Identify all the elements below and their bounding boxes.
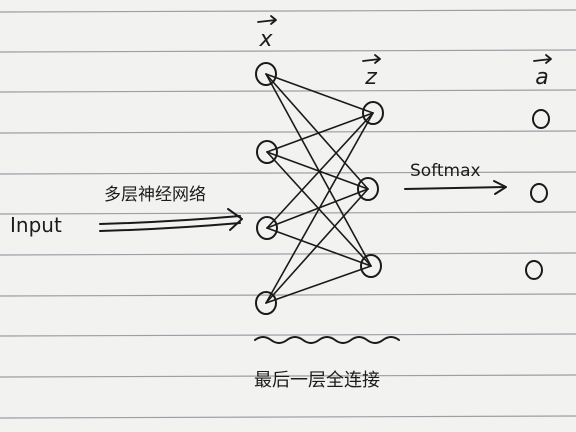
wavy-underline: [254, 336, 400, 344]
rule-line: [0, 89, 576, 93]
z-vector-letter: z: [364, 65, 377, 90]
connection-line: [266, 151, 369, 190]
a-layer: [525, 109, 550, 280]
connection-line: [266, 112, 374, 229]
a-vector-letter: a: [535, 65, 548, 90]
x-node: [255, 291, 277, 315]
connection-line: [266, 112, 374, 153]
connection-line: [265, 73, 372, 267]
rule-line: [0, 374, 576, 378]
connection-line: [266, 227, 372, 267]
rule-line: [0, 211, 576, 215]
caption-label: 最后一层全连接: [254, 370, 380, 391]
connection-line: [266, 188, 369, 229]
x-vector-label: x: [257, 15, 277, 52]
connection-line: [265, 112, 374, 304]
a-node: [525, 260, 543, 280]
a-node: [530, 183, 548, 203]
z-layer: [357, 101, 384, 278]
x-node: [255, 62, 277, 86]
x-layer: [255, 62, 278, 315]
connection-line: [265, 188, 369, 304]
ruled-lines: [0, 9, 576, 419]
rule-line: [0, 333, 576, 337]
softmax-arrow: [404, 180, 507, 195]
a-vector-arrow: [533, 54, 552, 64]
x-node: [256, 216, 278, 240]
input-label: Input: [10, 213, 62, 237]
a-node: [532, 109, 550, 129]
x-vector-letter: x: [258, 27, 273, 52]
input-arrow: [99, 208, 243, 232]
z-vector-label: z: [362, 54, 381, 90]
rule-line: [0, 415, 576, 419]
network-label: 多层神经网络: [104, 185, 206, 205]
z-vector-arrow: [362, 54, 381, 64]
connection-line: [265, 265, 372, 304]
rule-line: [0, 130, 576, 134]
rule-line: [0, 49, 576, 53]
z-node: [362, 101, 384, 125]
full-connections: [265, 73, 374, 304]
connection-line: [265, 73, 369, 190]
a-vector-label: a: [533, 54, 552, 90]
rule-line: [0, 9, 576, 13]
x-vector-arrow: [257, 15, 277, 25]
connection-line: [265, 73, 374, 114]
softmax-label: Softmax: [410, 161, 481, 181]
x-node: [256, 140, 278, 164]
z-node: [360, 254, 382, 278]
z-node: [357, 177, 379, 201]
rule-line: [0, 171, 576, 175]
rule-line: [0, 252, 576, 256]
